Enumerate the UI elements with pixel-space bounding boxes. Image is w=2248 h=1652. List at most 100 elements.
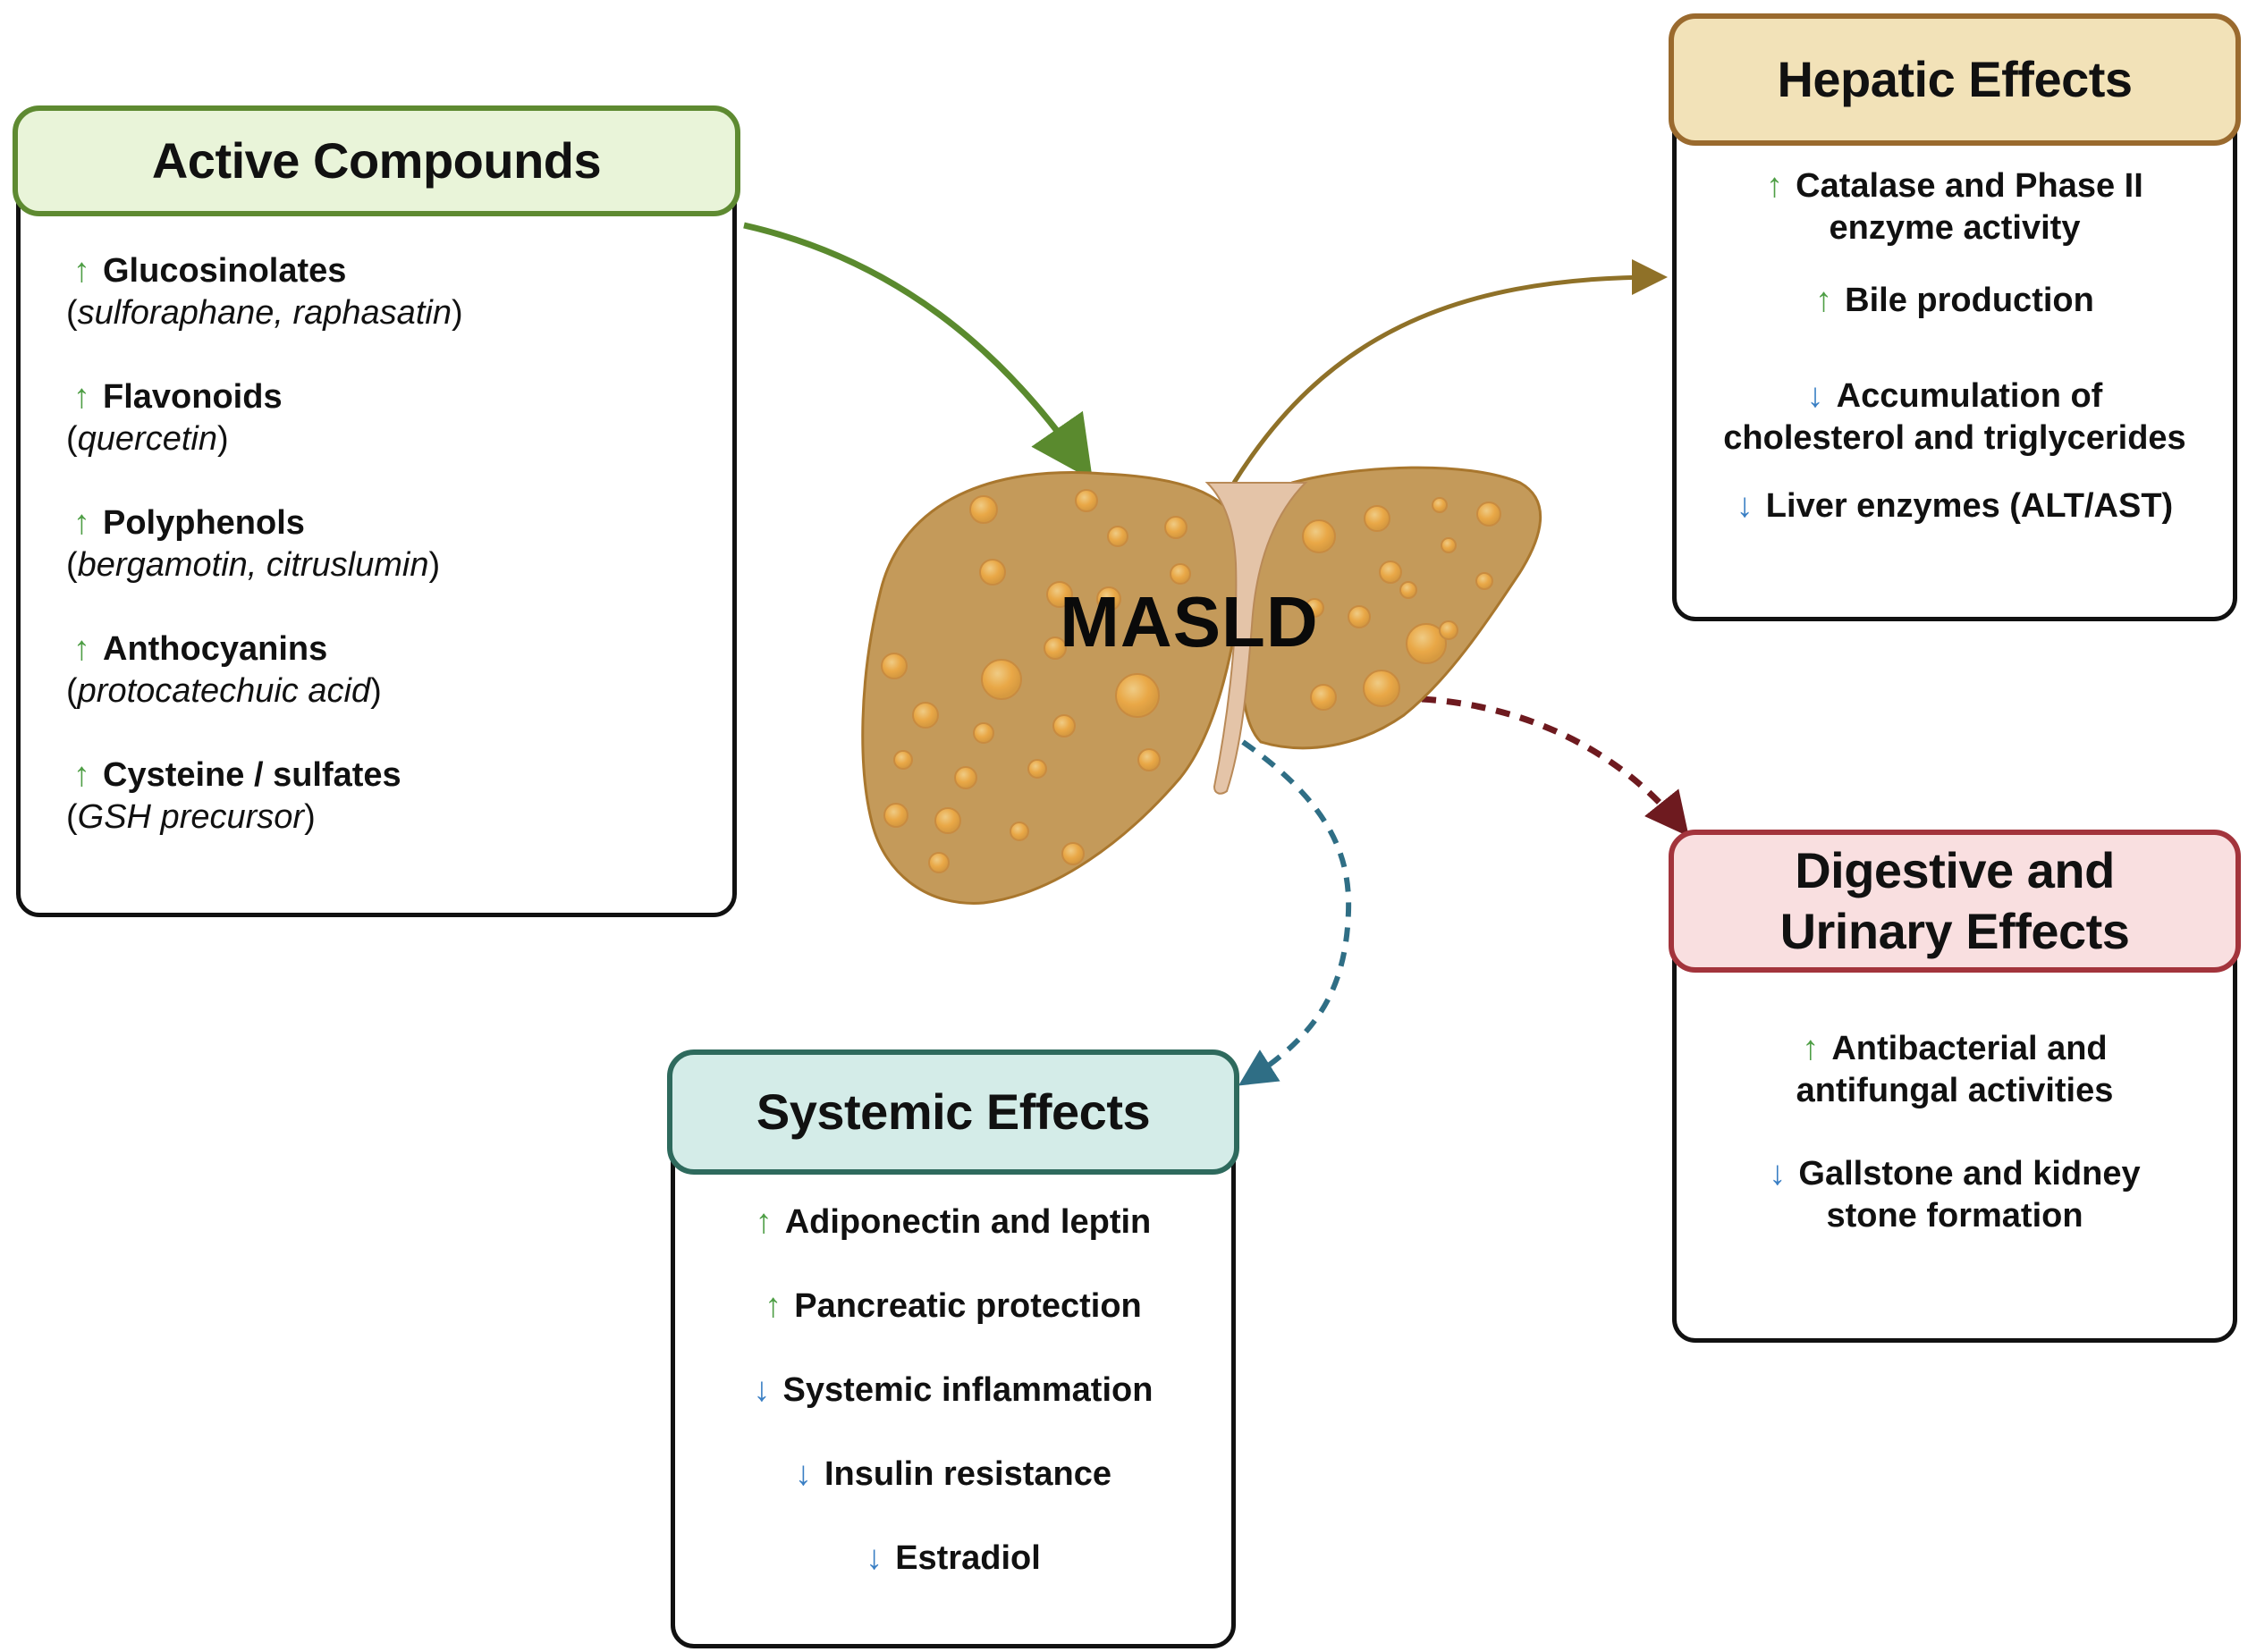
masld-label: MASLD — [1060, 582, 1319, 662]
effect-text: Gallstone and kidney — [1798, 1155, 2141, 1193]
hepatic-effects-title: Hepatic Effects — [1777, 51, 2133, 107]
close-paren: ) — [428, 546, 441, 584]
active-compounds-panel: Active Compounds ↑Glucosinolates(sulfora… — [13, 105, 740, 917]
effect-text-continued: antifungal activities — [1796, 1072, 2114, 1109]
open-paren: ( — [66, 294, 78, 332]
compound-name: Glucosinolates — [103, 252, 347, 290]
effect-text: Insulin resistance — [824, 1455, 1111, 1493]
arrow-up-icon: ↑ — [73, 252, 90, 290]
compound-name-line: ↑ Polyphenols — [73, 502, 574, 544]
hepatic-effects-body — [1672, 76, 2237, 621]
hepatic-effect-item: ↓ Accumulation of cholesterol and triglyce… — [1672, 375, 2237, 459]
compound-item: ↑Glucosinolates(sulforaphane, raphasatin… — [66, 250, 574, 334]
close-paren: ) — [216, 420, 229, 458]
arrow-liver-to-systemic — [1238, 739, 1352, 1086]
compound-name: Anthocyanins — [103, 630, 328, 668]
systemic-effect-item: ↓Insulin resistance — [671, 1454, 1236, 1496]
close-paren: ) — [304, 798, 316, 836]
fat-droplets — [881, 489, 1501, 873]
compound-examples: bergamotin, citruslumin — [77, 546, 429, 584]
compound-name-line: ↑ Flavonoids — [73, 376, 574, 418]
digestive-urinary-title-line1: Digestive and — [1795, 842, 2115, 898]
compound-examples-line: (sulforaphane, raphasatin) — [66, 292, 574, 334]
close-paren: ) — [370, 672, 382, 710]
systemic-effect-item: ↑ Adiponectin and leptin — [671, 1201, 1236, 1243]
systemic-effect-item: ↓ Estradiol — [671, 1538, 1236, 1580]
arrow-liver-to-digestive — [1421, 695, 1689, 837]
arrow-down-icon: ↓ — [1736, 487, 1754, 525]
effect-line: ↓ Liver enzymes (ALT/AST) — [1672, 485, 2237, 527]
compound-name: Cysteine / sulfates — [103, 756, 401, 794]
arrow-up-icon: ↑ — [73, 630, 90, 668]
effect-text: Pancreatic protection — [794, 1287, 1142, 1325]
compound-examples-line: (quercetin) — [66, 418, 574, 460]
compound-examples: quercetin — [77, 420, 217, 458]
effect-line: ↑ Antibacterial and — [1672, 1028, 2237, 1070]
effect-text-continued: stone formation — [1826, 1197, 2083, 1235]
systemic-effect-item: ↑ Pancreatic protection — [671, 1285, 1236, 1328]
arrow-up-icon: ↑ — [73, 756, 90, 794]
effect-line: ↓ Gallstone and kidney — [1672, 1153, 2237, 1195]
effect-text: Catalase and Phase II — [1796, 167, 2143, 205]
active-compounds-header: Active Compounds — [13, 105, 740, 216]
arrow-down-icon: ↓ — [1769, 1155, 1787, 1193]
systemic-effects-panel: Systemic Effects ↑ Adiponectin and leptin… — [667, 1049, 1239, 1648]
active-compounds-title: Active Compounds — [151, 132, 602, 189]
effect-text: Adiponectin and leptin — [784, 1203, 1152, 1241]
compound-examples-line: (protocatechuic acid) — [66, 670, 574, 712]
effect-line: ↑ Bile production — [1672, 280, 2237, 322]
arrow-up-icon: ↑ — [1815, 282, 1833, 319]
systemic-effects-title: Systemic Effects — [756, 1083, 1151, 1140]
arrow-up-icon: ↑ — [1802, 1030, 1820, 1067]
effect-text: Accumulation of — [1836, 377, 2103, 415]
close-paren: ) — [451, 294, 463, 332]
liver-right-lobe — [861, 471, 1245, 905]
compound-name: Polyphenols — [103, 504, 305, 542]
arrow-down-icon: ↓ — [1806, 377, 1824, 415]
digestive-urinary-header: Digestive and Urinary Effects — [1669, 830, 2241, 973]
effect-text: Antibacterial and — [1831, 1030, 2108, 1067]
compound-examples-line: (bergamotin, citruslumin) — [66, 544, 574, 586]
effect-text-continued: cholesterol and triglycerides — [1723, 419, 2186, 457]
hepatic-effects-header: Hepatic Effects — [1669, 13, 2241, 146]
arrow-down-icon: ↓ — [753, 1371, 771, 1409]
effect-text: Bile production — [1845, 282, 2094, 319]
open-paren: ( — [66, 420, 78, 458]
falciform-ligament — [1204, 482, 1308, 795]
compound-examples: sulforaphane, raphasatin — [77, 294, 452, 332]
systemic-effects-header: Systemic Effects — [667, 1049, 1239, 1175]
compound-examples-line: (GSH precursor) — [66, 796, 574, 839]
compound-item: ↑ Polyphenols(bergamotin, citruslumin) — [66, 502, 574, 586]
digestive-effect-item: ↑ Antibacterial and antifungal activities — [1672, 1028, 2237, 1112]
digestive-urinary-panel: Digestive and Urinary Effects ↑ Antibacte… — [1669, 830, 2241, 1343]
fatty-liver-illustration — [861, 466, 1542, 905]
compound-item: ↑Anthocyanins(protocatechuic acid) — [66, 628, 574, 712]
compound-item: ↑Cysteine / sulfates(GSH precursor) — [66, 754, 574, 839]
effect-text: Systemic inflammation — [782, 1371, 1154, 1409]
arrow-up-icon: ↑ — [73, 504, 90, 542]
compound-examples: protocatechuic acid — [77, 672, 371, 710]
systemic-effect-item: ↓ Systemic inflammation — [671, 1370, 1236, 1412]
compound-name-line: ↑ Cysteine / sulfates — [73, 754, 574, 796]
open-paren: ( — [66, 798, 78, 836]
arrow-up-icon: ↑ — [755, 1203, 773, 1241]
hepatic-effect-item: ↑ Bile production — [1672, 280, 2237, 322]
arrow-liver-to-hepatic — [1231, 259, 1668, 485]
arrow-down-icon: ↓ — [866, 1539, 883, 1577]
arrow-up-icon: ↑ — [73, 378, 90, 416]
digestive-effect-item: ↓ Gallstone and kidney stone formation — [1672, 1153, 2237, 1237]
effect-text: Estradiol — [895, 1539, 1041, 1577]
effect-text: Liver enzymes (ALT/AST) — [1765, 487, 2174, 525]
hepatic-effect-item: ↓ Liver enzymes (ALT/AST) — [1672, 485, 2237, 527]
arrow-up-icon: ↑ — [1766, 167, 1784, 205]
compound-name: Flavonoids — [103, 378, 283, 416]
compound-examples: GSH precursor — [77, 798, 305, 836]
arrow-up-icon: ↑ — [765, 1287, 782, 1325]
systemic-effects-body — [671, 1112, 1236, 1648]
effect-line: ↑ Catalase and Phase II — [1672, 165, 2237, 207]
compound-item: ↑Flavonoids(quercetin) — [66, 376, 574, 460]
open-paren: ( — [66, 672, 78, 710]
arrow-compounds-to-liver — [743, 222, 1093, 481]
